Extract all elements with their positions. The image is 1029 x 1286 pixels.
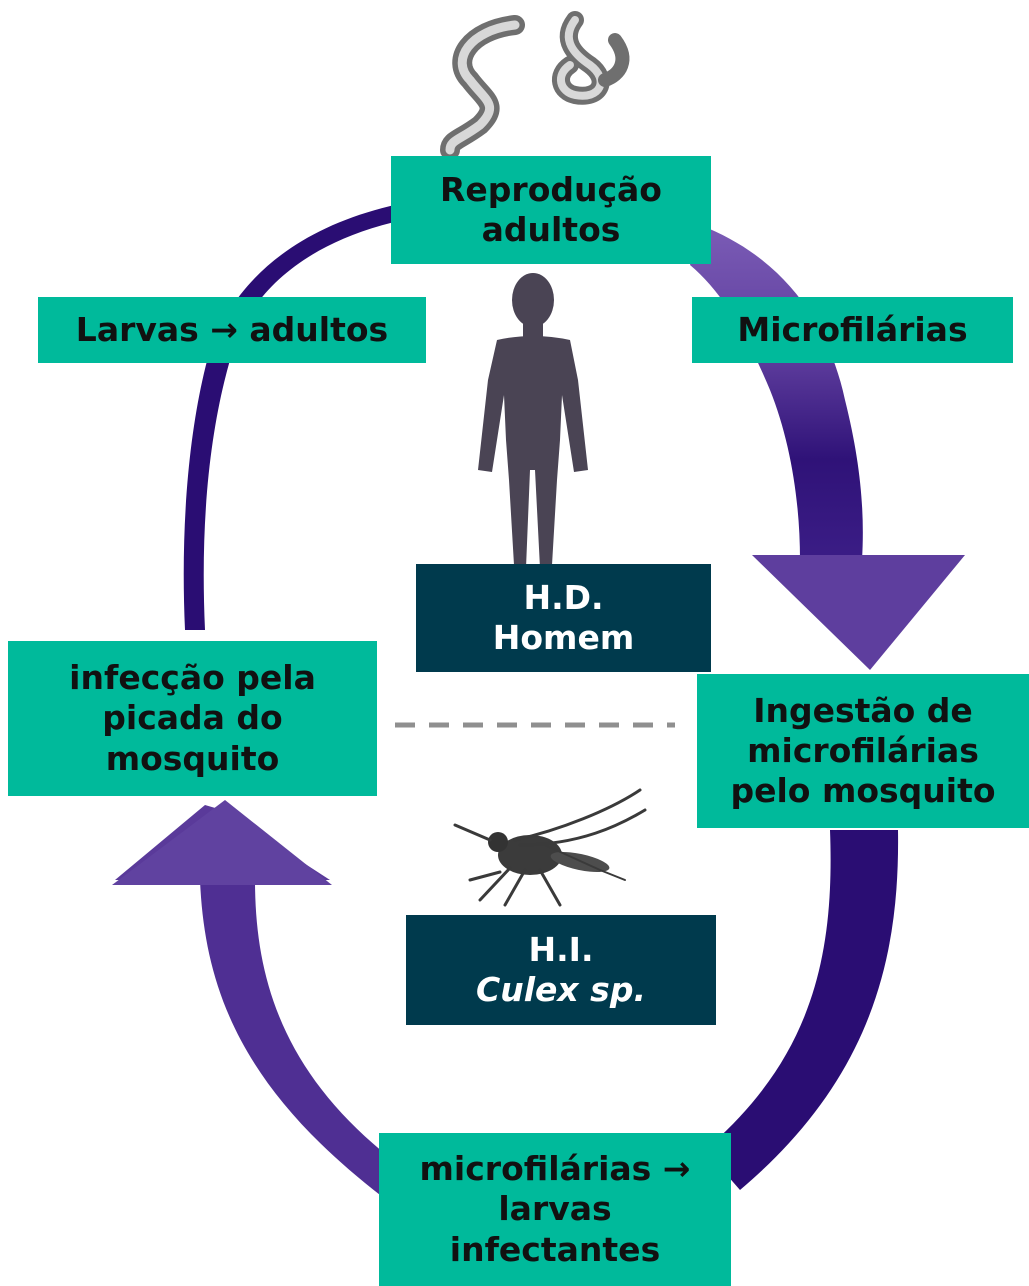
right-arrow-head (752, 555, 965, 670)
box-hi-culex: H.I. Culex sp. (406, 915, 716, 1025)
box-reproducao-adultos: Reprodução adultos (391, 156, 711, 264)
worms-icon (440, 11, 630, 160)
right-cycle-arc (690, 225, 863, 560)
right-lower-arc (705, 830, 899, 1190)
left-cycle-arc (183, 200, 430, 630)
mosquito-icon (453, 788, 647, 907)
box-infeccao-picada: infecção pela picada do mosquito (8, 641, 377, 796)
left-arrow-head-main (112, 800, 332, 885)
box-microfilarias: Microfilárias (692, 297, 1013, 363)
human-silhouette-icon (478, 273, 588, 568)
box-microfilarias-larvas-infectantes: microfilárias → larvas infectantes (379, 1133, 731, 1286)
box-hd-homem: H.D. Homem (416, 564, 711, 672)
box-ingestao-microfilarias: Ingestão de microfilárias pelo mosquito (697, 674, 1029, 828)
box-larvas-adultos: Larvas → adultos (38, 297, 426, 363)
left-lower-arc (200, 880, 420, 1210)
